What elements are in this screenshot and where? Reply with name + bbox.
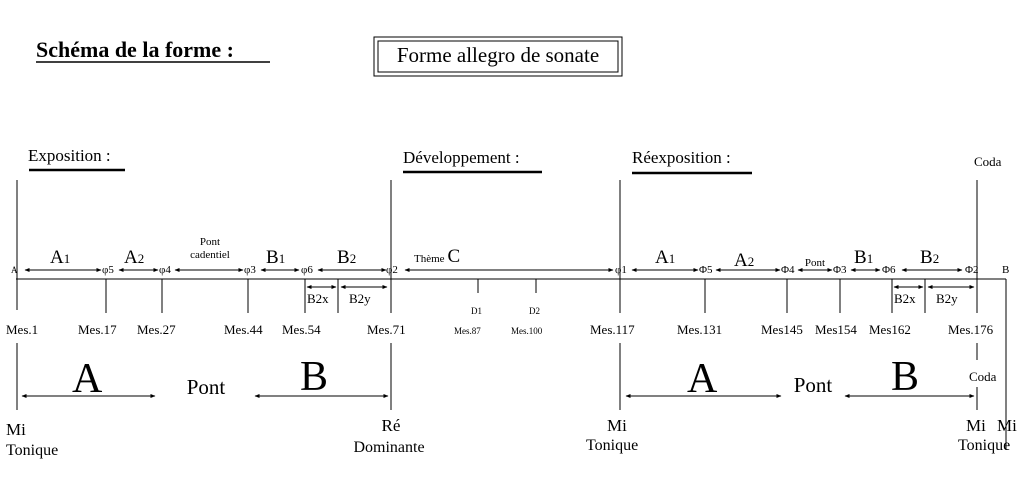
measure-27: Mes.27: [137, 322, 176, 337]
section-coda: Coda: [974, 154, 1002, 169]
key-mi-reexpo: Mi: [607, 416, 627, 435]
marker-reexpo-Phi3: Φ3: [833, 264, 847, 276]
section-developpement: Développement :: [403, 148, 520, 167]
measure-154: Mes154: [815, 322, 857, 337]
marker-expo-phi3: φ3: [244, 264, 256, 276]
label-pont-cadentiel-2: cadentiel: [190, 249, 230, 261]
measure-17: Mes.17: [78, 322, 117, 337]
key-tonique-reexpo: Tonique: [586, 437, 638, 454]
diagram-title: Schéma de la forme :: [36, 37, 234, 62]
label-reexpo-pont: Pont: [805, 257, 825, 269]
label-reexpo-b1: B1: [854, 247, 873, 268]
label-b2: B2: [337, 247, 356, 268]
label-b2y: B2y: [349, 291, 371, 306]
key-tonique-start: Tonique: [6, 442, 58, 459]
key-tonique-end: Tonique: [958, 437, 1010, 454]
measure-131: Mes.131: [677, 322, 722, 337]
label-reexpo-a2: A2: [734, 250, 754, 271]
measure-100: Mes.100: [511, 326, 543, 336]
form-name-outer-box: [373, 36, 623, 77]
measure-145: Mes145: [761, 322, 803, 337]
measure-54: Mes.54: [282, 322, 321, 337]
label-a1: A1: [50, 247, 70, 268]
marker-end: B: [1002, 264, 1009, 276]
marker-expo-phi6: φ6: [301, 264, 313, 276]
big-label-pont: Pont: [187, 375, 226, 399]
label-b2x: B2x: [307, 291, 329, 306]
big-label-b: B: [300, 354, 328, 400]
marker-reexpo-phi1: φ1: [615, 264, 627, 276]
big-label-reexpo-b: B: [891, 354, 919, 400]
key-re: Ré: [382, 416, 401, 435]
section-exposition: Exposition :: [28, 146, 111, 165]
label-d2: D2: [529, 306, 540, 316]
marker-reexpo-Phi2: Φ2: [965, 264, 979, 276]
big-label-reexpo-pont: Pont: [794, 373, 833, 397]
marker-reexpo-Phi4: Φ4: [781, 264, 795, 276]
key-mi-coda: Mi: [966, 416, 986, 435]
form-name-inner-box: [377, 40, 619, 73]
measure-1: Mes.1: [6, 322, 38, 337]
measure-44: Mes.44: [224, 322, 263, 337]
key-mi-start: Mi: [6, 420, 26, 439]
label-d1: D1: [471, 306, 482, 316]
key-mi-end: Mi: [997, 416, 1017, 435]
marker-start: A: [11, 265, 18, 275]
marker-reexpo-Phi6: Φ6: [882, 264, 896, 276]
label-pont-cadentiel-1: Pont: [200, 236, 220, 248]
measure-71: Mes.71: [367, 322, 406, 337]
label-reexpo-b2y: B2y: [936, 291, 958, 306]
marker-reexpo-Phi5: Φ5: [699, 264, 713, 276]
label-reexpo-b2x: B2x: [894, 291, 916, 306]
label-reexpo-b2: B2: [920, 247, 939, 268]
marker-expo-phi4: φ4: [159, 264, 171, 276]
big-label-coda: Coda: [969, 369, 997, 384]
key-dominante: Dominante: [353, 439, 424, 456]
marker-expo-phi2: φ2: [386, 264, 398, 276]
section-reexposition: Réexposition :: [632, 148, 731, 167]
marker-expo-phi5: φ5: [102, 264, 114, 276]
measure-176: Mes.176: [948, 322, 994, 337]
measure-117: Mes.117: [590, 322, 635, 337]
label-b1: B1: [266, 247, 285, 268]
measure-87: Mes.87: [454, 326, 481, 336]
measure-162: Mes162: [869, 322, 911, 337]
big-label-reexpo-a: A: [687, 356, 718, 402]
form-name: Forme allegro de sonate: [397, 43, 599, 67]
big-label-a: A: [72, 356, 103, 402]
label-reexpo-a1: A1: [655, 247, 675, 268]
label-a2: A2: [124, 247, 144, 268]
